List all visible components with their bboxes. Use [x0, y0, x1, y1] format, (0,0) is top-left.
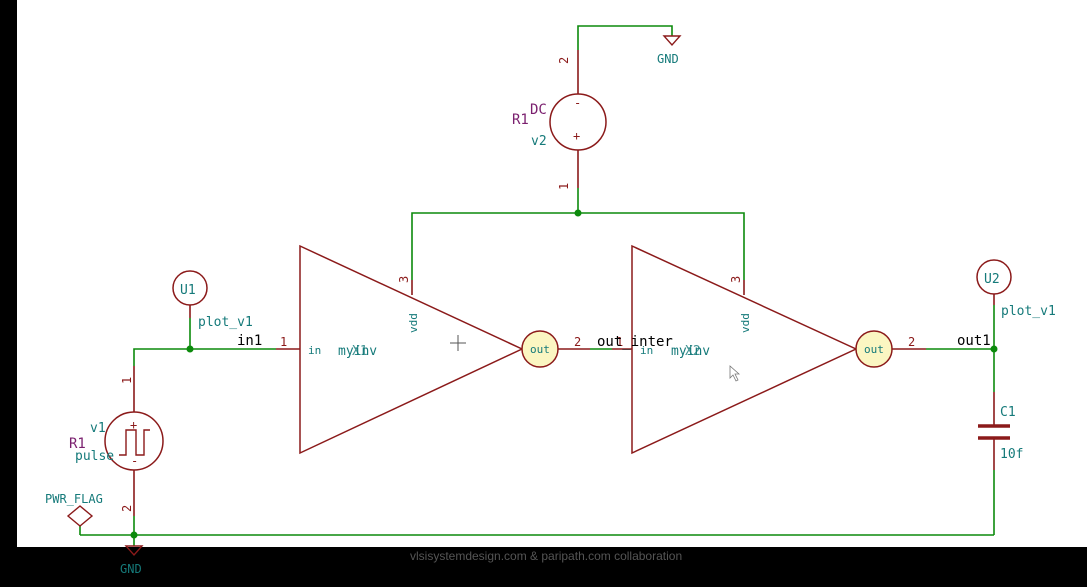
gnd-bottom-label: GND: [120, 562, 142, 576]
pulse-ref: R1: [69, 436, 86, 452]
gnd-bottom-symbol[interactable]: GND: [120, 545, 144, 576]
ground-icon: [124, 545, 144, 557]
inverter-x2-out-name: out: [864, 343, 884, 356]
pwr-flag-label: PWR_FLAG: [45, 492, 103, 506]
gnd-top-label: GND: [657, 52, 679, 66]
probe-u1-label: plot_v1: [198, 315, 253, 330]
pulse-name: v1: [90, 421, 106, 436]
inverter-x1[interactable]: out 2 1 in 3 vdd myinv X1: [276, 244, 590, 455]
pulse-pin-top: 1: [120, 377, 134, 384]
pulse-waveform-icon: [119, 429, 150, 456]
footer-credit: vlsisystemdesign.com & paripath.com coll…: [410, 549, 682, 563]
pulse-source[interactable]: 1 2 + - v1 R1 pulse: [69, 366, 164, 516]
pulse-pin-bottom: 2: [120, 505, 134, 512]
inverter-x1-ref: X1: [352, 344, 368, 359]
inverter-x2-ref: X2: [685, 344, 701, 359]
inverter-x2-value: myinv: [671, 344, 710, 359]
capacitor-c1-value: 10f: [1000, 447, 1023, 462]
inverter-x2-vdd-num: 3: [729, 276, 743, 283]
dc-type: DC: [530, 102, 547, 118]
junction-vdd: [574, 209, 582, 217]
inverter-x1-out-name: out: [530, 343, 550, 356]
pwr-flag-diamond-icon: [66, 505, 94, 527]
probe-u2-ref: U2: [984, 272, 1000, 287]
crosshair-cursor-icon: [450, 335, 466, 351]
pulse-source-body: [104, 411, 164, 471]
junctions: [130, 209, 998, 539]
mouse-pointer-icon: [729, 365, 741, 382]
wire-in1: [133, 348, 276, 366]
junction-out1: [990, 345, 998, 353]
dc-pin-top: 2: [557, 57, 571, 64]
dc-ref: R1: [512, 112, 529, 128]
dc-minus: -: [574, 96, 581, 110]
inverter-x1-in-name: in: [308, 344, 321, 357]
inverter-x1-value: myinv: [338, 344, 377, 359]
inverter-x2-out-bubble: [855, 330, 893, 368]
gnd-top-symbol[interactable]: GND: [657, 35, 682, 66]
capacitor-c1[interactable]: C1 10f: [978, 392, 1023, 470]
inverter-x2-out-num: 2: [908, 335, 915, 349]
probe-u1-ref: U1: [180, 283, 196, 298]
probe-u2-label: plot_v1: [1001, 304, 1056, 319]
dc-plus: +: [573, 129, 580, 143]
junction-in1: [186, 345, 194, 353]
capacitor-c1-plates-icon: [978, 424, 1010, 440]
inverter-x1-vdd-num: 3: [397, 276, 411, 283]
junction-gnd: [130, 531, 138, 539]
inverter-x1-in-num: 1: [280, 335, 287, 349]
inverter-x1-out-num: 2: [574, 335, 581, 349]
pulse-minus: -: [131, 454, 138, 468]
sheet-background: [17, 0, 1087, 547]
dc-pin-bottom: 1: [557, 183, 571, 190]
inverter-x1-vdd-name: vdd: [407, 313, 420, 333]
pulse-plus: +: [130, 418, 137, 432]
net-label-out1: out1: [957, 333, 991, 349]
dc-source[interactable]: 2 1 - + R1 DC v2: [512, 50, 607, 190]
pwr-flag[interactable]: PWR_FLAG: [45, 492, 103, 527]
capacitor-c1-ref: C1: [1000, 405, 1016, 420]
dc-name: v2: [531, 134, 547, 149]
probe-u1[interactable]: U1 plot_v1: [172, 270, 253, 330]
wire-dc-gnd: [577, 25, 673, 50]
probe-u2[interactable]: U2 plot_v1: [976, 259, 1056, 319]
inverter-x2-in-name: in: [640, 344, 653, 357]
inverter-x2-in-num: 1: [616, 335, 623, 349]
dc-source-body: [549, 93, 607, 151]
inverter-x1-out-bubble: [521, 330, 559, 368]
pulse-type: pulse: [75, 449, 114, 464]
ground-icon: [662, 35, 682, 47]
inverter-x2[interactable]: out 2 1 in 3 vdd myinv X2: [612, 244, 926, 455]
inverter-x2-vdd-name: vdd: [739, 313, 752, 333]
net-label-out-inter: out_inter: [597, 334, 673, 350]
net-label-in1: in1: [237, 333, 262, 349]
